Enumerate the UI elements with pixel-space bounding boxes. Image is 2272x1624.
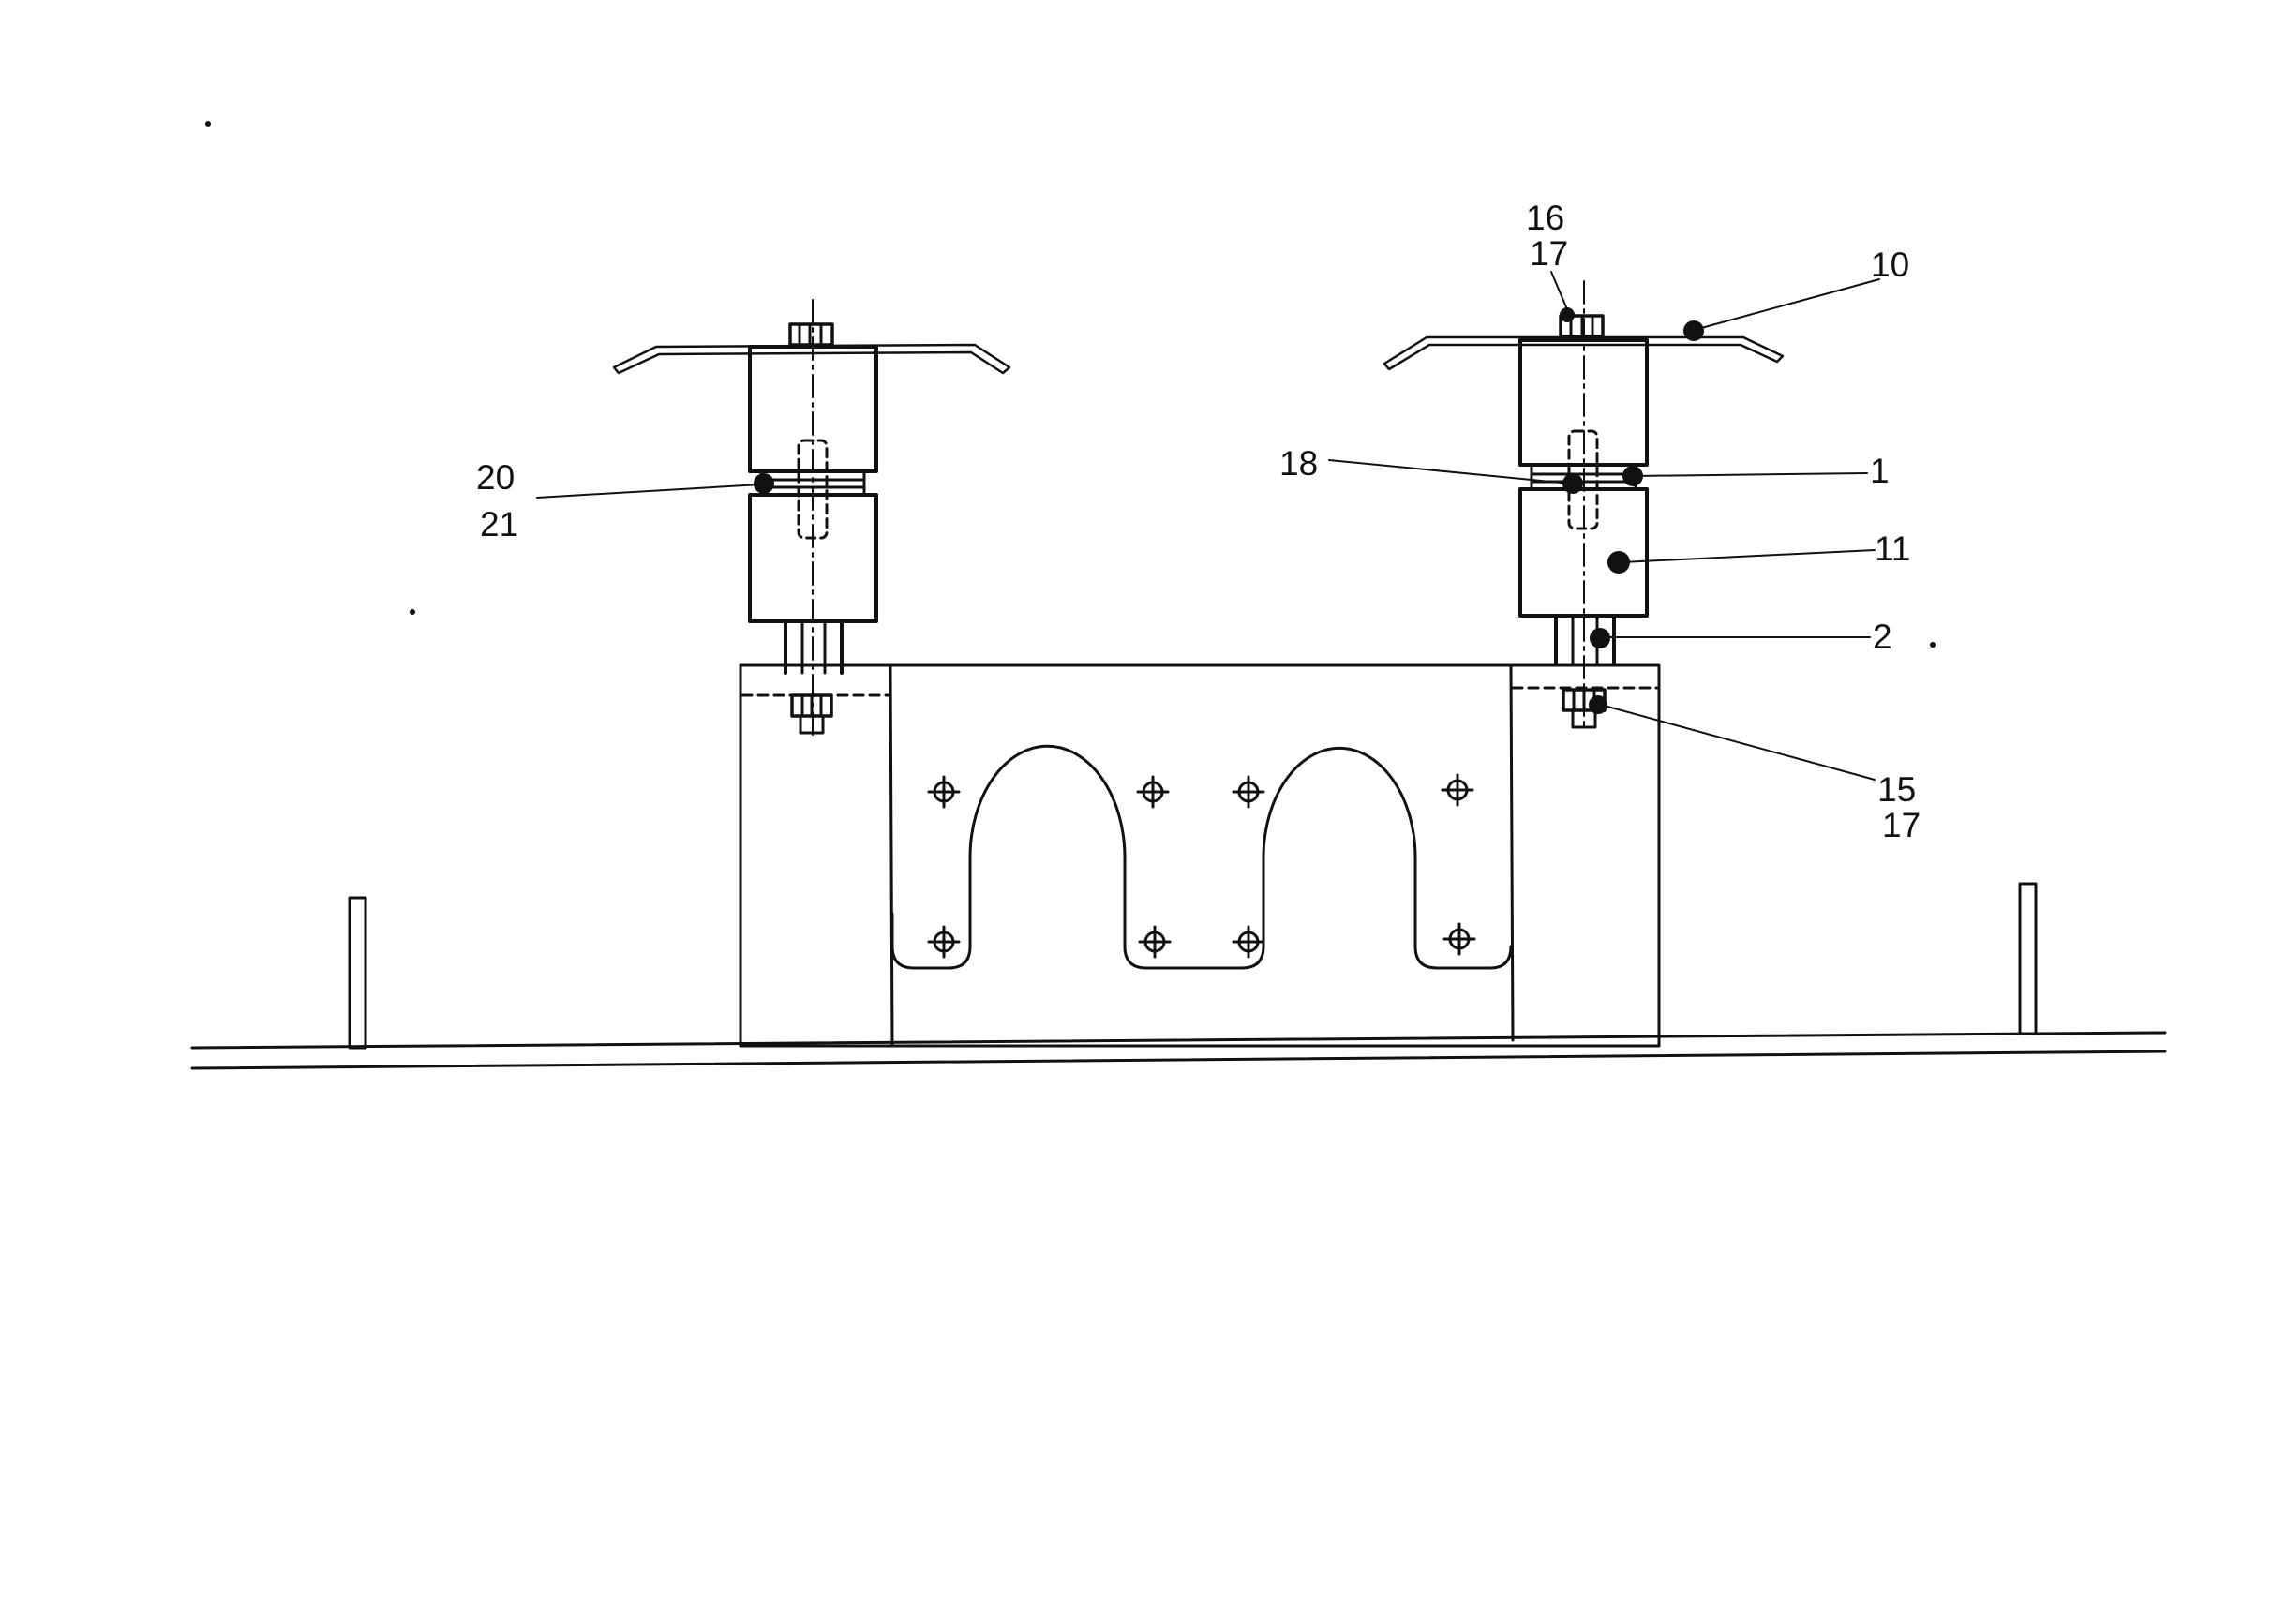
speck — [205, 121, 211, 127]
speck — [410, 609, 415, 615]
plate-bolts — [927, 773, 1476, 959]
right-actuator-assembly — [1383, 280, 1785, 732]
right-top-wing — [1383, 335, 1785, 371]
label-18: 18 — [1279, 444, 1318, 483]
left-lower-block — [748, 493, 878, 623]
left-bottom-nut — [790, 693, 833, 735]
bolt — [1138, 925, 1172, 959]
base-block — [739, 663, 1661, 1048]
right-top-nut — [1559, 314, 1605, 338]
bolt — [1442, 922, 1476, 956]
dot-11 — [1607, 551, 1630, 574]
left-actuator-assembly — [612, 299, 1011, 741]
bolt — [1232, 925, 1265, 959]
label-17-top: 17 — [1530, 234, 1568, 273]
label-15: 15 — [1877, 770, 1916, 809]
bolt — [927, 775, 961, 809]
dot-2 — [1590, 628, 1610, 648]
leader-15-17 — [1600, 704, 1876, 781]
leader-11 — [1621, 549, 1876, 563]
leader-18 — [1328, 459, 1571, 484]
label-21: 21 — [480, 505, 518, 544]
speck — [1930, 642, 1936, 648]
leader-1 — [1632, 472, 1868, 477]
left-post — [348, 896, 367, 1050]
label-16: 16 — [1526, 199, 1564, 237]
dot-16-17 — [1560, 307, 1575, 322]
leader-lines — [536, 271, 1880, 781]
dot-20-21 — [754, 473, 774, 494]
reference-labels: 16 17 10 20 21 18 1 11 2 15 17 — [476, 199, 1921, 844]
leader-dots — [205, 121, 1936, 714]
dot-15-17 — [1589, 695, 1607, 714]
leader-16-17 — [1550, 271, 1568, 310]
label-11: 11 — [1875, 529, 1910, 568]
bolt — [1136, 775, 1170, 809]
left-dashed-pin — [797, 439, 829, 540]
label-10: 10 — [1871, 246, 1909, 284]
base-rail — [190, 1031, 2167, 1070]
cutout-plate — [890, 744, 1513, 970]
label-2: 2 — [1873, 618, 1892, 656]
leader-20-21 — [536, 484, 762, 499]
right-post — [2018, 882, 2038, 1035]
left-upper-block — [748, 345, 878, 473]
dot-1 — [1622, 466, 1643, 486]
dot-10 — [1683, 320, 1704, 341]
label-20: 20 — [476, 458, 515, 497]
bolt — [927, 925, 961, 959]
label-17-bottom: 17 — [1882, 806, 1921, 844]
bolt — [1232, 775, 1265, 809]
right-lower-block — [1518, 487, 1649, 618]
label-1: 1 — [1870, 452, 1890, 490]
bolt — [1441, 773, 1474, 807]
right-upper-block — [1518, 338, 1649, 467]
leader-10 — [1694, 278, 1880, 331]
dot-18 — [1562, 473, 1583, 494]
